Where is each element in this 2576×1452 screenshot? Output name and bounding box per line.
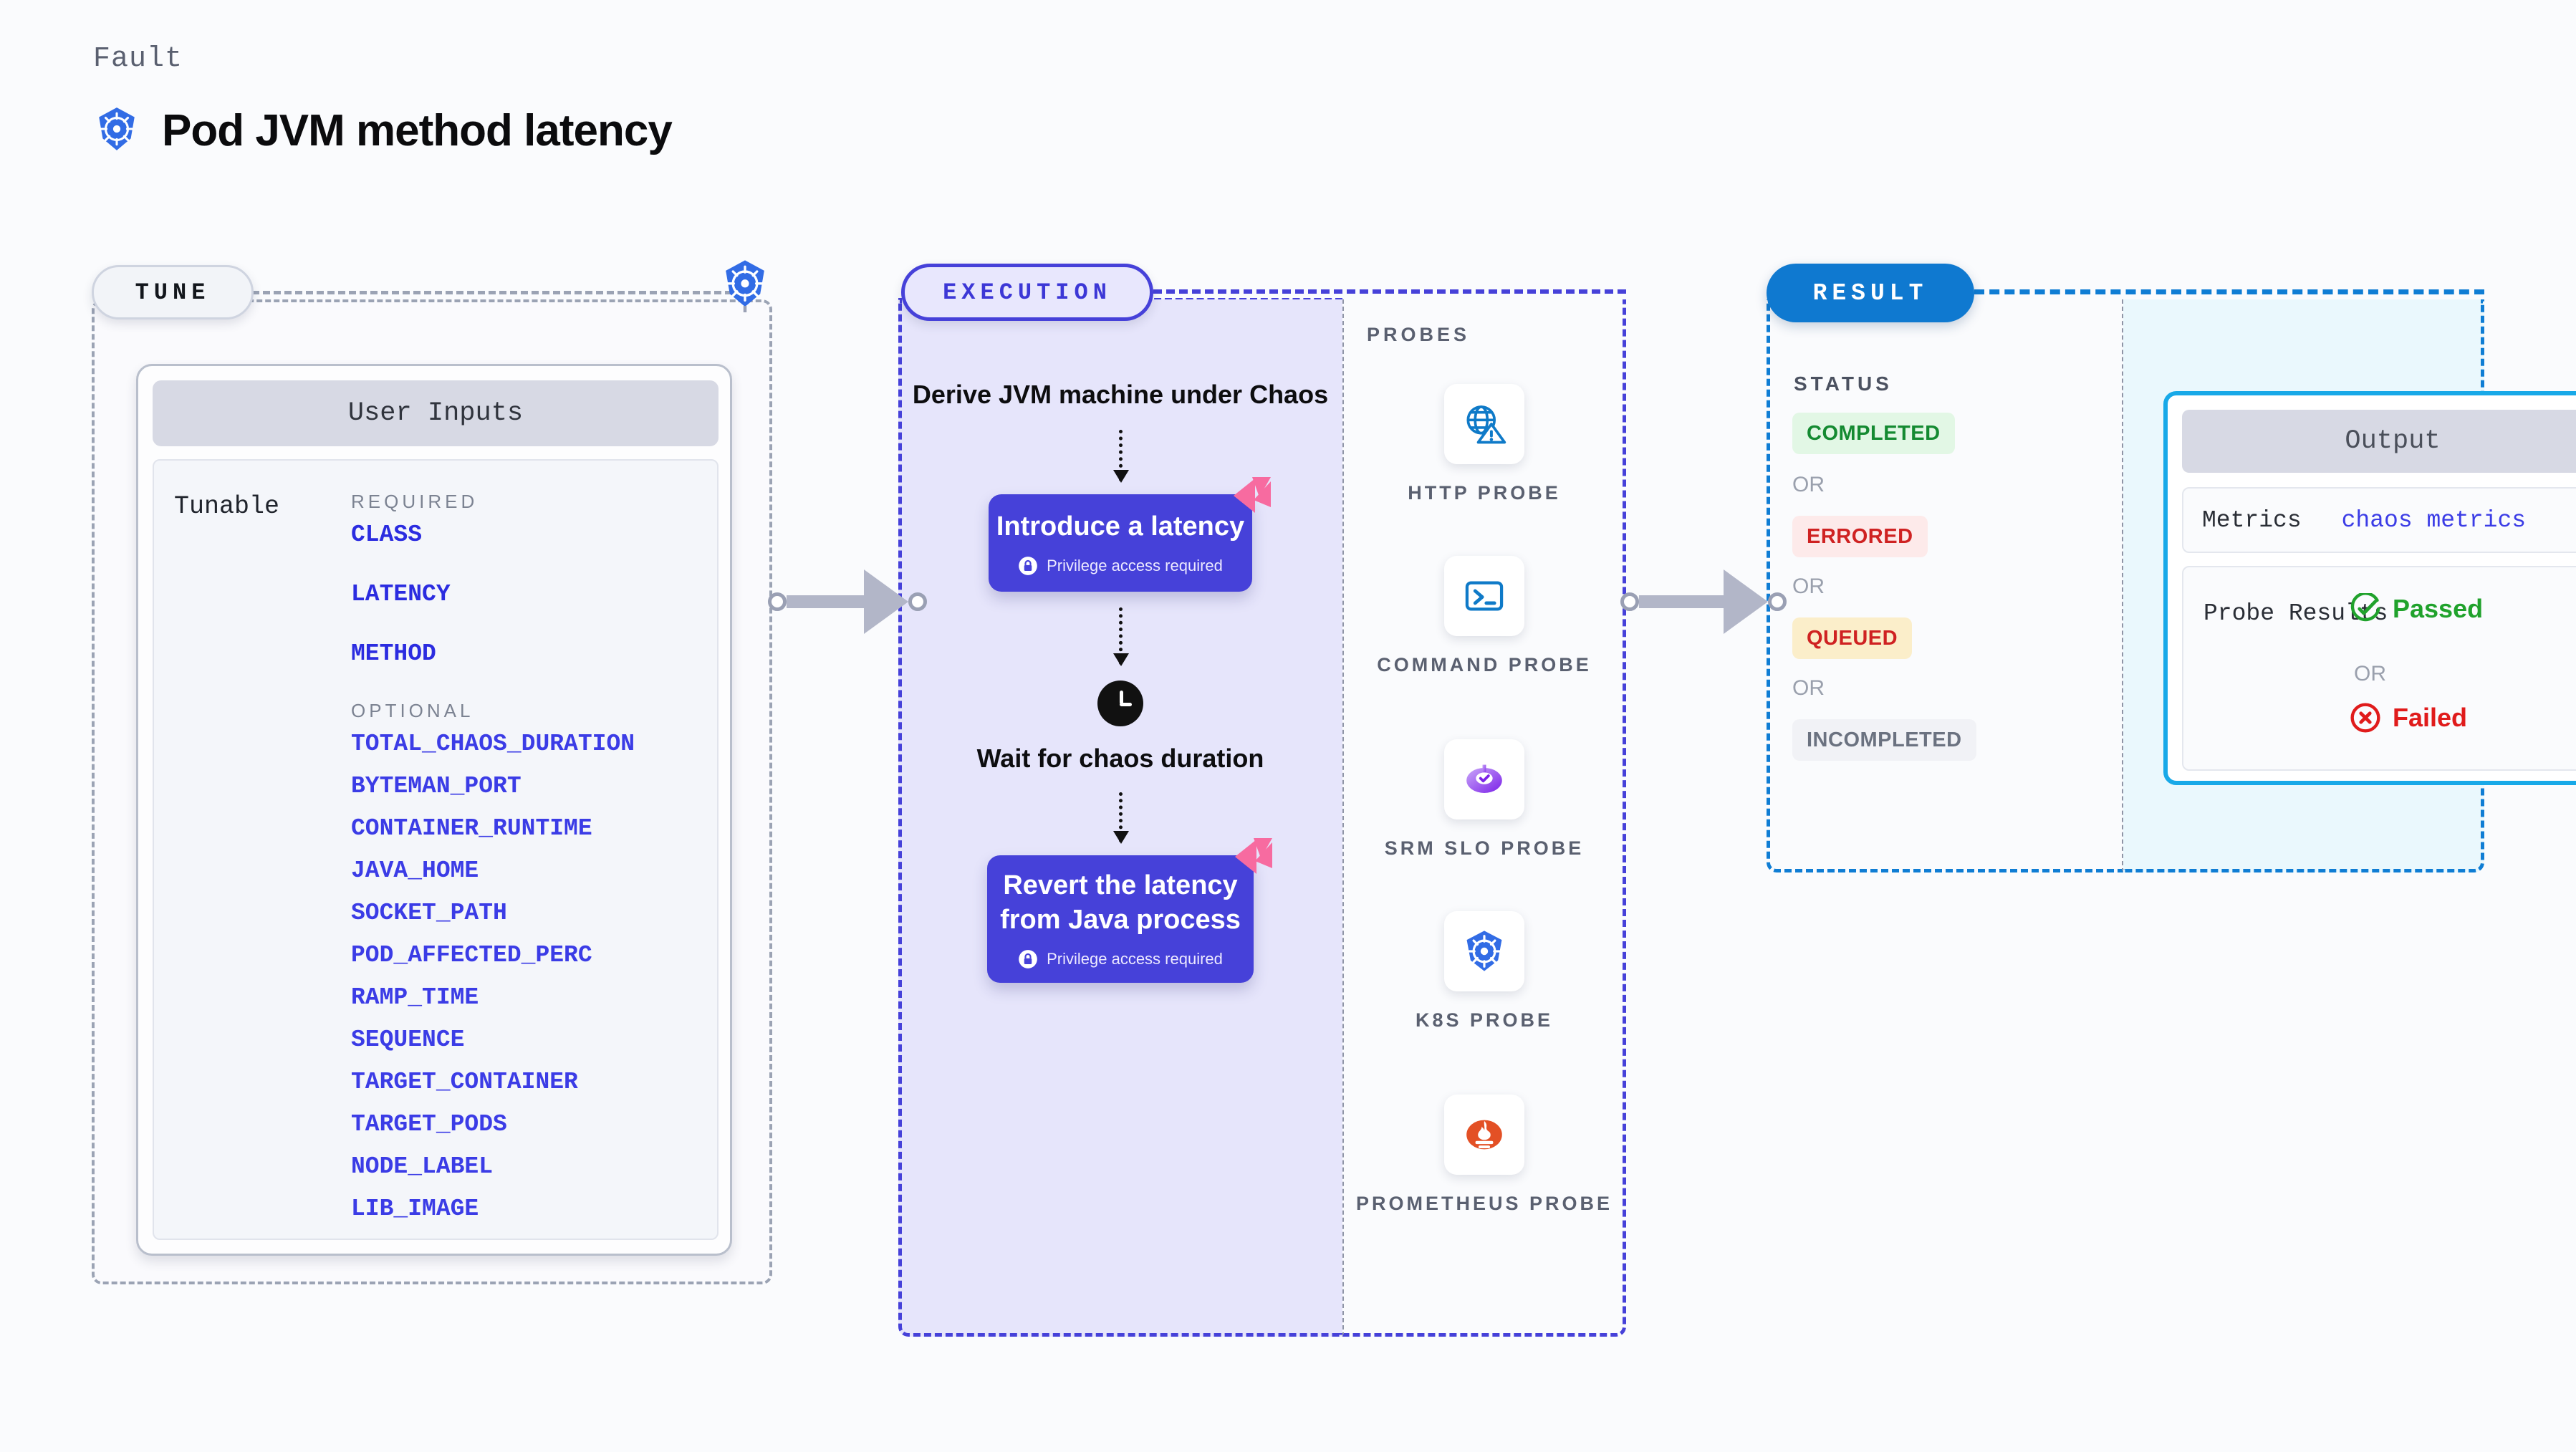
- kubernetes-icon: [719, 258, 771, 316]
- probe-command[interactable]: COMMAND PROBE: [1342, 556, 1626, 678]
- metrics-row: Metrics chaos metrics: [2182, 487, 2576, 553]
- status-or-1: OR: [1792, 473, 1825, 496]
- page-title: Pod JVM method latency: [162, 106, 673, 155]
- kubernetes-icon: [93, 105, 140, 156]
- probe-srm-slo[interactable]: SRM SLO PROBE: [1342, 739, 1626, 861]
- connector-tune-to-execution: [768, 569, 927, 634]
- probe-result-failed-label: Failed: [2393, 703, 2468, 732]
- connector-bar: [1639, 595, 1725, 608]
- probe-results-label: Probe Results: [2203, 600, 2388, 627]
- lock-icon: [1019, 557, 1037, 575]
- output-heading: Output: [2182, 410, 2576, 473]
- status-badge-completed: COMPLETED: [1792, 413, 1955, 454]
- user-inputs-heading: User Inputs: [153, 380, 719, 446]
- probe-caption: SRM SLO PROBE: [1384, 837, 1585, 859]
- param-target-container[interactable]: TARGET_CONTAINER: [351, 1069, 578, 1095]
- privilege-note: Privilege access required: [1018, 949, 1223, 969]
- param-sequence[interactable]: SEQUENCE: [351, 1027, 465, 1053]
- connector-start-dot: [768, 592, 787, 611]
- flow-step-title: Introduce a latency: [996, 511, 1245, 542]
- globe-warning-icon: [1444, 384, 1524, 464]
- status-or-2: OR: [1792, 574, 1825, 598]
- connector-start-dot: [1620, 592, 1639, 611]
- execution-dashed-connector: [1153, 289, 1626, 294]
- probe-result-passed-label: Passed: [2393, 594, 2484, 623]
- param-total-chaos-duration[interactable]: TOTAL_CHAOS_DURATION: [351, 731, 635, 757]
- probe-caption: COMMAND PROBE: [1377, 654, 1592, 675]
- lock-icon: [1019, 950, 1037, 968]
- connector-arrowhead: [864, 569, 908, 634]
- param-class[interactable]: CLASS: [351, 521, 423, 548]
- probe-caption: PROMETHEUS PROBE: [1355, 1193, 1613, 1214]
- required-heading: REQUIRED: [351, 491, 479, 512]
- optional-heading: OPTIONAL: [351, 700, 474, 721]
- tune-dashed-connector: [252, 291, 754, 294]
- param-socket-path[interactable]: SOCKET_PATH: [351, 900, 507, 926]
- param-pod-affected-perc[interactable]: POD_AFFECTED_PERC: [351, 942, 592, 968]
- status-or-3: OR: [1792, 676, 1825, 700]
- status-badge-errored: ERRORED: [1792, 516, 1928, 557]
- litmus-icon: [1232, 837, 1275, 880]
- status-badge-incompleted: INCOMPLETED: [1792, 719, 1976, 761]
- status-badge-queued: QUEUED: [1792, 617, 1913, 659]
- clock-icon: [1097, 681, 1143, 727]
- kubernetes-icon: [1444, 911, 1524, 991]
- result-pill[interactable]: RESULT: [1767, 264, 1974, 322]
- output-card: Output Metrics chaos metrics Probe Resul…: [2163, 391, 2576, 785]
- srm-slo-icon: [1444, 739, 1524, 819]
- check-circle-icon: [2350, 593, 2380, 622]
- status-label: STATUS: [1794, 372, 1893, 395]
- connector-probes-to-result: [1620, 569, 1787, 634]
- probe-result-passed: Passed: [2350, 593, 2483, 625]
- probe-k8s[interactable]: K8S PROBE: [1342, 911, 1626, 1033]
- parameter-list: REQUIRED CLASS LATENCY METHOD OPTIONAL T…: [351, 478, 695, 1238]
- flow-step-derive-title: Derive JVM machine under Chaos: [912, 380, 1329, 409]
- result-panel: [1767, 299, 2123, 872]
- connector-end-dot: [908, 592, 927, 611]
- user-inputs-card: User Inputs Tunable REQUIRED CLASS LATEN…: [136, 364, 732, 1256]
- result-dashed-connector: [1974, 289, 2484, 294]
- probes-label: PROBES: [1367, 324, 1471, 345]
- x-circle-icon: [2350, 703, 2380, 733]
- connector-bar: [787, 595, 865, 608]
- tune-pill[interactable]: TUNE: [92, 265, 254, 319]
- param-ramp-time[interactable]: RAMP_TIME: [351, 984, 479, 1011]
- user-inputs-body: Tunable REQUIRED CLASS LATENCY METHOD OP…: [153, 459, 719, 1240]
- litmus-icon: [1231, 476, 1274, 519]
- metrics-label: Metrics: [2202, 506, 2302, 534]
- param-target-pods[interactable]: TARGET_PODS: [351, 1111, 507, 1138]
- flow-step-wait-title: Wait for chaos duration: [976, 744, 1264, 774]
- probe-result-or: OR: [2354, 662, 2386, 686]
- param-container-runtime[interactable]: CONTAINER_RUNTIME: [351, 815, 592, 842]
- probe-http[interactable]: HTTP PROBE: [1342, 384, 1626, 506]
- prometheus-icon: [1444, 1095, 1524, 1175]
- probe-result-failed: Failed: [2350, 702, 2467, 734]
- privilege-note-text: Privilege access required: [1047, 557, 1223, 575]
- param-java-home[interactable]: JAVA_HOME: [351, 857, 479, 884]
- connector-arrowhead: [1724, 569, 1768, 634]
- execution-pill[interactable]: EXECUTION: [901, 264, 1153, 321]
- flow-step-title: Revert the latency from Java process: [1000, 870, 1241, 936]
- param-lib-image[interactable]: LIB_IMAGE: [351, 1196, 479, 1222]
- privilege-note: Privilege access required: [1018, 556, 1223, 576]
- param-latency[interactable]: LATENCY: [351, 581, 451, 607]
- fault-kicker: Fault: [93, 43, 183, 75]
- privilege-note-text: Privilege access required: [1047, 950, 1223, 968]
- page-header: Fault Pod JVM method latency: [93, 43, 673, 156]
- param-byteman-port[interactable]: BYTEMAN_PORT: [351, 773, 522, 799]
- connector-end-dot: [1768, 592, 1787, 611]
- param-node-label[interactable]: NODE_LABEL: [351, 1153, 494, 1180]
- terminal-icon: [1444, 556, 1524, 636]
- probe-caption: K8S PROBE: [1415, 1009, 1554, 1031]
- flow-step-revert-latency[interactable]: Revert the latency from Java process Pri…: [987, 838, 1272, 984]
- execution-flow: Derive JVM machine under Chaos Introduce…: [898, 299, 1342, 984]
- param-method[interactable]: METHOD: [351, 640, 436, 667]
- probe-prometheus[interactable]: PROMETHEUS PROBE: [1342, 1095, 1626, 1216]
- flow-step-introduce-latency[interactable]: Introduce a latency Privilege access req…: [989, 477, 1271, 592]
- probe-caption: HTTP PROBE: [1408, 482, 1561, 504]
- title-row: Pod JVM method latency: [93, 105, 673, 156]
- probe-results-row: Probe Results Passed OR Failed: [2182, 566, 2576, 771]
- tunable-label: Tunable: [174, 492, 280, 521]
- metrics-value[interactable]: chaos metrics: [2341, 506, 2527, 534]
